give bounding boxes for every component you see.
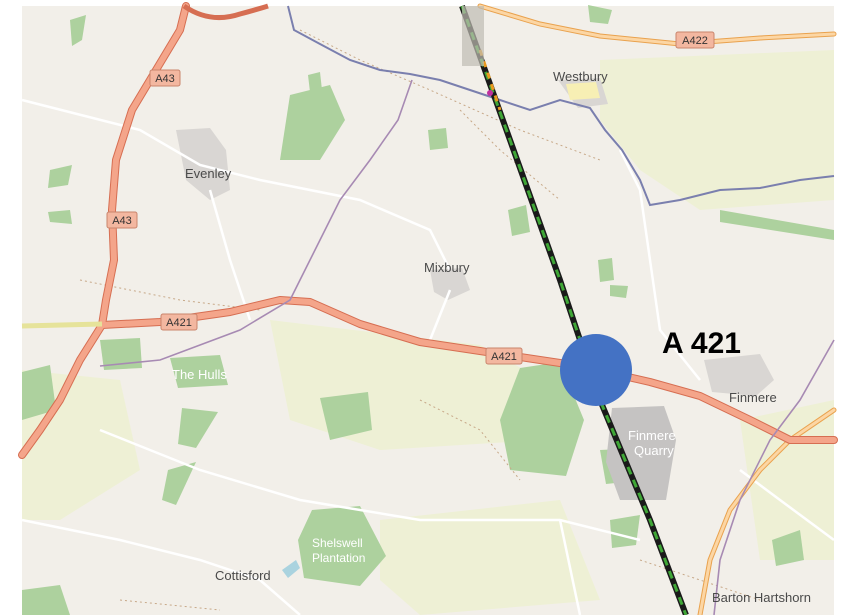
place-label-finmere-quarry-line2: Quarry [634,443,674,458]
road-shield-a421-left: A421 [160,313,198,331]
footpaths [79,29,761,611]
location-marker[interactable] [560,334,632,406]
place-label-cottisford: Cottisford [215,568,271,583]
place-label-barton-hartshorn: Barton Hartshorn [712,590,811,605]
pond [282,560,300,578]
place-label-evenley: Evenley [185,166,232,181]
svg-text:A422: A422 [682,35,708,47]
place-label-westbury: Westbury [553,69,608,84]
place-label-finmere: Finmere [729,390,777,405]
quarry-area [606,406,676,500]
westbury-yellow-area [566,82,600,100]
road-shield-a421-mid: A421 [485,347,523,365]
minor-roads [21,98,835,615]
parish-boundaries [99,79,835,615]
roundabout [182,3,269,21]
railway-grey-section [462,6,484,66]
west-yellow-road [21,321,103,329]
svg-text:A43: A43 [112,215,132,227]
svg-text:A421: A421 [491,351,517,363]
river [287,5,835,207]
place-label-mixbury: Mixbury [424,260,470,275]
place-label-shelswell-line2: Plantation [312,551,365,565]
place-label-the-hulls: The Hulls [172,367,227,382]
svg-text:A43: A43 [155,73,175,85]
callout-label: A 421 [662,327,741,360]
road-shield-a422: A422 [675,31,715,49]
svg-text:A421: A421 [166,317,192,329]
place-label-shelswell-line1: Shelswell [312,536,363,550]
road-shield-a43-top: A43 [149,69,181,87]
road-shield-a43-mid: A43 [106,211,138,229]
place-label-finmere-quarry-line1: Finmere [628,428,676,443]
settlement-areas [176,78,774,396]
